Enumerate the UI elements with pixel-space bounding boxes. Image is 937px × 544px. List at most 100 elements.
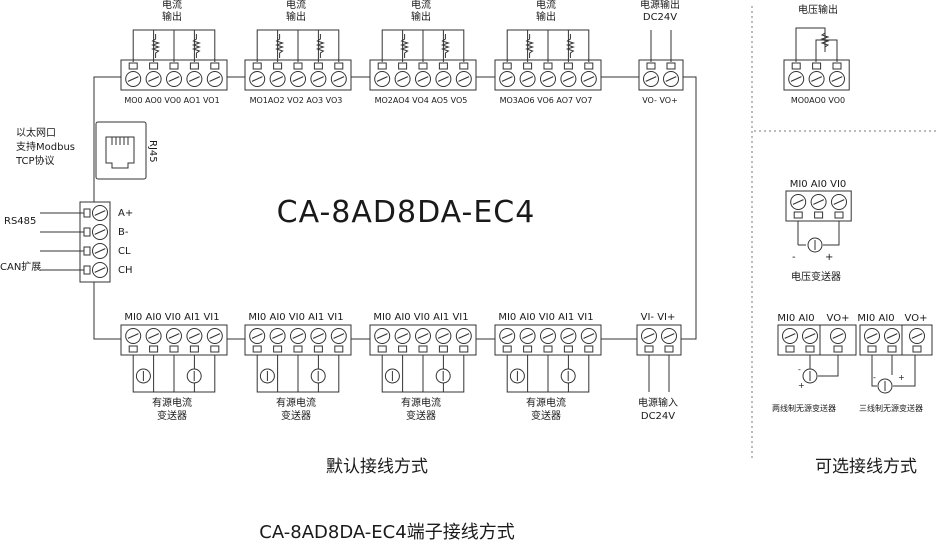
screw-slot [522, 76, 534, 82]
terminal-slot [377, 345, 387, 353]
screw-slot [833, 199, 845, 205]
top-terminal-group-3 [369, 29, 477, 91]
terminal-slot [418, 62, 428, 70]
screw-slot [292, 76, 304, 82]
top-group-3-pins: MO2AO4 VO4 AO5 VO5 [375, 96, 468, 105]
terminal-slot [584, 62, 594, 70]
screw-slot [542, 333, 554, 339]
screw-slot [292, 333, 304, 339]
side-terminal-block [40, 201, 111, 283]
terminal-slot [210, 345, 220, 353]
screw-slot [94, 267, 106, 273]
plus-sign: + [898, 373, 905, 382]
top-group-4-pins: MO3AO6 VO6 AO7 VO7 [500, 96, 593, 105]
top-group-1-title-1: 电流 [162, 0, 182, 11]
screw-slot [562, 76, 574, 82]
screw-slot [832, 333, 844, 339]
terminal-slot [252, 345, 262, 353]
bottom-group-4-caption-1: 有源电流 [526, 396, 566, 409]
screw-slot [272, 333, 284, 339]
top-terminal-group-1 [120, 29, 228, 91]
screw-slot [437, 76, 449, 82]
terminal-slot [664, 345, 674, 353]
screw-slot [645, 76, 657, 82]
opt-two-wire-caption: 两线制无源变送器 [772, 403, 836, 413]
terminal-slot [377, 62, 387, 70]
screw-slot [501, 333, 513, 339]
bottom-group-3-pins: MI0 AI0 VI0 AI1 VI1 [373, 312, 468, 323]
screw-slot [790, 76, 802, 82]
screw-slot [458, 76, 470, 82]
terminal-slot [459, 345, 469, 353]
resistor-icon [151, 34, 161, 58]
resistor-icon [315, 34, 325, 58]
pin-ch: CH [118, 265, 133, 276]
terminal-slot [83, 227, 91, 237]
terminal-slot [666, 62, 676, 70]
screw-slot [188, 76, 200, 82]
terminal-slot [83, 246, 91, 256]
screw-slot [811, 76, 823, 82]
terminal-slot [169, 345, 179, 353]
opt-voltage-transmitter-pins: MI0 AI0 VI0 [790, 179, 847, 190]
terminal-slot [128, 345, 138, 353]
power-in-caption-2: DC24V [641, 411, 675, 422]
terminal-slot [313, 345, 323, 353]
screw-slot [501, 76, 513, 82]
terminal-slot [149, 345, 159, 353]
screw-slot [911, 333, 923, 339]
terminal-slot [793, 211, 803, 219]
default-wiring-caption: 默认接线方式 [326, 457, 428, 477]
screw-slot [94, 248, 106, 254]
pin-b-minus: B- [118, 227, 129, 238]
screw-slot [188, 333, 200, 339]
top-group-3-title-2: 输出 [411, 10, 431, 23]
screw-slot [417, 333, 429, 339]
terminal-slot [169, 62, 179, 70]
screw-slot [94, 210, 106, 216]
screw-slot [312, 333, 324, 339]
top-group-1-pins: MO0 AO0 VO0 AO1 VO1 [124, 96, 219, 105]
top-group-4-title-1: 电流 [536, 0, 556, 11]
can-label: CAN扩展 [0, 260, 41, 273]
screw-slot [784, 333, 796, 339]
ethernet-line-2: 支持Modbus [16, 140, 75, 153]
opt-three-wire-caption: 三线制无源变送器 [859, 403, 923, 413]
terminal-slot [189, 62, 199, 70]
bottom-group-1-caption-1: 有源电流 [152, 396, 192, 409]
screw-slot [437, 333, 449, 339]
terminal-slot [814, 211, 824, 219]
power-in-caption-1: 电源输入 [638, 396, 678, 409]
screw-slot [866, 333, 878, 339]
screw-slot [251, 333, 263, 339]
rj45-port-icon [95, 121, 147, 180]
opt-two-wire-pins-a: MI0 AI0 [777, 313, 814, 324]
terminal-slot [149, 62, 159, 70]
power-out-title-1: 电源输出 [640, 0, 680, 11]
screw-slot [583, 333, 595, 339]
screw-slot [209, 76, 221, 82]
terminal-slot [293, 345, 303, 353]
resistor-icon [440, 34, 450, 58]
top-group-2-title-1: 电流 [286, 0, 306, 11]
screw-slot [643, 333, 655, 339]
screw-slot [272, 76, 284, 82]
screw-slot [458, 333, 470, 339]
opt-two-three-wire-terminals: -+-+ [777, 324, 933, 394]
terminal-slot [832, 62, 842, 70]
screw-slot [168, 76, 180, 82]
terminal-slot [785, 345, 795, 353]
resistor-icon [525, 34, 535, 58]
bottom-terminal-group-2 [244, 324, 352, 393]
bottom-terminal-group-1 [120, 324, 228, 393]
terminal-slot [833, 345, 843, 353]
terminal-slot [83, 208, 91, 218]
bottom-group-2-pins: MI0 AI0 VI0 AI1 VI1 [248, 312, 343, 323]
terminal-slot [523, 345, 533, 353]
voltage-output-wire [795, 27, 826, 62]
screw-slot [312, 76, 324, 82]
optional-wiring-caption: 可选接线方式 [815, 457, 917, 477]
terminal-slot [398, 345, 408, 353]
model-title: CA-8AD8DA-EC4 [277, 195, 536, 230]
